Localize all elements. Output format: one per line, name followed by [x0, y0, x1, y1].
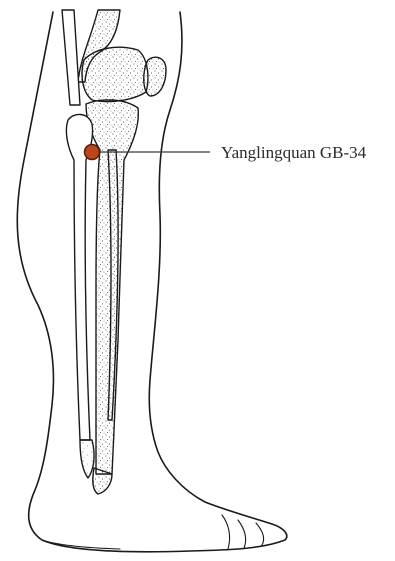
fibula — [66, 114, 94, 478]
knee-joint — [82, 47, 148, 101]
acupoint-marker[interactable] — [85, 145, 100, 160]
acupoint-label: Yanglingquan GB-34 — [221, 143, 367, 162]
patella — [144, 57, 166, 96]
